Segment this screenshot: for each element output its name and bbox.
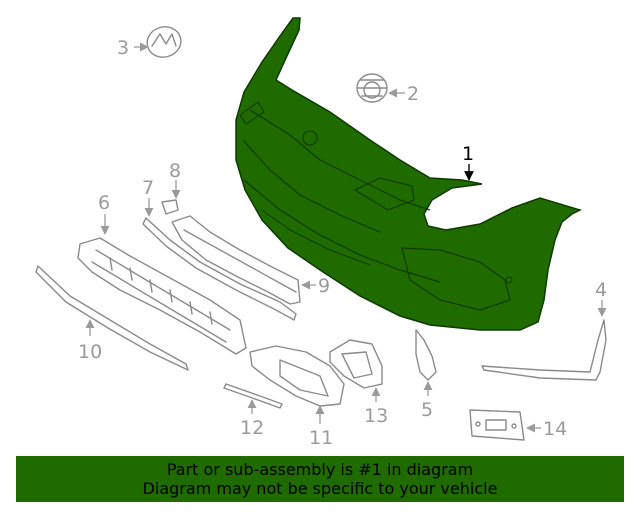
clip-part — [161, 199, 179, 215]
grommet-part — [356, 73, 388, 103]
callout-14: 14 — [543, 418, 567, 440]
callout-7: 7 — [142, 177, 154, 199]
callout-10: 10 — [78, 341, 102, 363]
callout-4: 4 — [595, 279, 607, 301]
side-trim-part — [415, 329, 437, 381]
bumper-cover-part — [235, 17, 583, 331]
chrome-strip-part — [142, 217, 297, 321]
bracket-part — [171, 215, 301, 305]
lower-grille-strip-part — [35, 265, 189, 371]
fog-lamp-bezel-part — [249, 345, 345, 407]
fog-lamp-frame-part — [329, 339, 383, 389]
callout-13: 13 — [364, 405, 388, 427]
callout-5: 5 — [421, 399, 433, 421]
molding-strip-right-part — [481, 319, 607, 381]
callout-9: 9 — [318, 275, 330, 297]
banner-line-1: Part or sub-assembly is #1 in diagram — [166, 460, 474, 479]
small-trim-part — [223, 383, 283, 409]
banner-line-2: Diagram may not be specific to your vehi… — [142, 479, 498, 498]
callout-3: 3 — [117, 37, 129, 59]
info-banner: Part or sub-assembly is #1 in diagram Di… — [16, 456, 624, 502]
callout-1: 1 — [462, 143, 474, 165]
callout-8: 8 — [169, 160, 181, 182]
callout-6: 6 — [98, 192, 110, 214]
emblem-part — [146, 26, 182, 58]
grille-part — [77, 237, 247, 355]
callout-2: 2 — [407, 83, 419, 105]
license-bracket-part — [469, 409, 525, 441]
callout-12: 12 — [240, 417, 264, 439]
parts-diagram: 1 2 3 4 5 6 7 8 — [35, 17, 607, 449]
callout-11: 11 — [309, 427, 333, 449]
